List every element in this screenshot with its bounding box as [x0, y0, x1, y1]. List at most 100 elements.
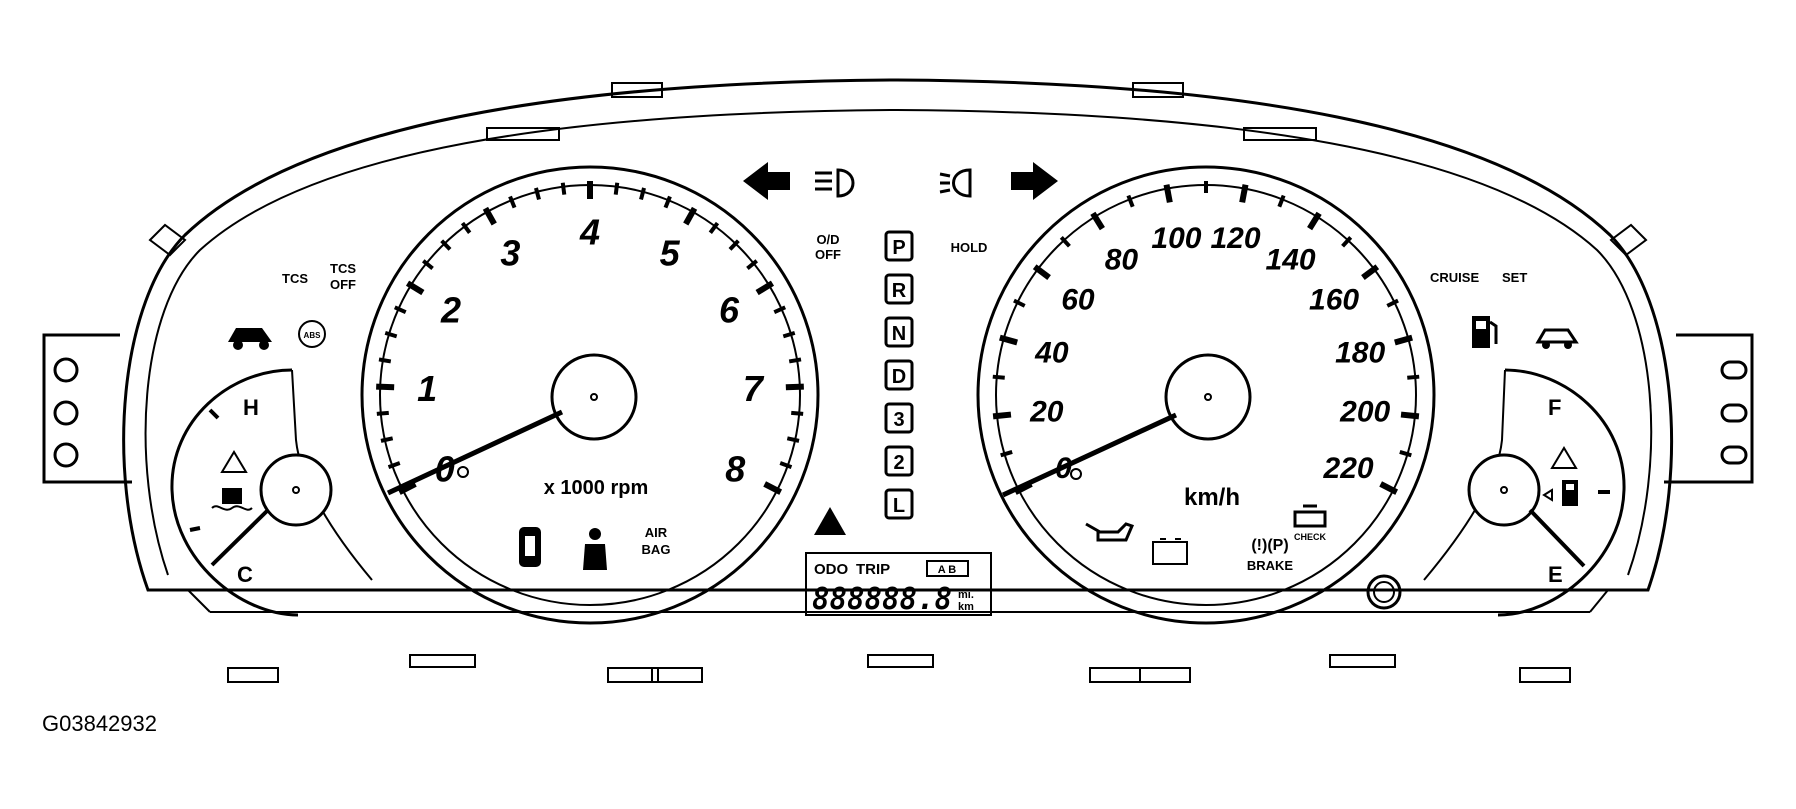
temp-cold-label: C — [237, 562, 253, 587]
minor-tick — [728, 239, 740, 251]
major-tick — [992, 411, 1012, 420]
tcs-off-label-2: OFF — [330, 277, 356, 292]
minor-tick — [1013, 298, 1026, 308]
trip-ab-label: A B — [938, 564, 957, 576]
gear-box — [884, 316, 914, 348]
tcs-label: TCS — [282, 271, 308, 286]
major-tick — [999, 334, 1018, 346]
fuel-pump-icon — [1472, 316, 1498, 348]
minor-tick — [1407, 374, 1420, 380]
fuel-level-icon — [1542, 480, 1578, 506]
major-tick — [405, 280, 425, 296]
minor-tick — [1000, 449, 1013, 458]
gear-box — [884, 273, 914, 305]
fuel-gauge: F E — [1423, 368, 1626, 617]
minor-tick — [384, 330, 398, 339]
minor-tick — [773, 305, 787, 315]
right-warning-group: CRUISE SET — [1430, 270, 1579, 349]
minor-tick — [1126, 194, 1135, 208]
gear-label: R — [892, 280, 907, 302]
major-tick — [1307, 211, 1322, 231]
speed-number: 180 — [1335, 337, 1385, 370]
right-mount-tab — [1664, 333, 1754, 484]
minor-tick — [788, 357, 802, 364]
speed-unit-label: km/h — [1184, 484, 1240, 511]
minor-tick — [786, 436, 800, 443]
master-warning-triangle-icon — [814, 507, 846, 535]
gear-label: 2 — [893, 452, 904, 474]
oil-pressure-icon — [1085, 522, 1135, 542]
speed-number: 100 — [1151, 222, 1201, 255]
speedometer: 020406080100120140160180200220 km/h (!)(… — [976, 165, 1436, 625]
tach-needle — [386, 409, 564, 496]
major-tick — [683, 206, 698, 226]
minor-tick — [378, 357, 392, 364]
minor-tick — [440, 239, 452, 251]
temperature-gauge: H C — [170, 368, 373, 617]
hold-label: HOLD — [951, 240, 988, 255]
airbag-label-1: AIR — [645, 525, 668, 540]
minor-tick — [421, 259, 434, 270]
temp-hot-label: H — [243, 395, 259, 420]
major-tick — [785, 383, 804, 391]
speed-number: 140 — [1266, 244, 1316, 277]
tach-number: 2 — [440, 289, 461, 330]
major-tick — [1090, 211, 1105, 231]
speed-number: 20 — [1029, 395, 1064, 428]
minor-tick — [380, 436, 394, 443]
minor-tick — [992, 374, 1005, 380]
minor-tick — [782, 330, 796, 339]
minor-tick — [1277, 194, 1286, 208]
minor-tick — [639, 187, 646, 201]
speed-number: 220 — [1323, 452, 1374, 485]
odometer-unit-2: km — [958, 601, 974, 613]
high-beam-icon — [815, 168, 855, 198]
minor-tick — [613, 182, 620, 195]
minor-tick — [1341, 235, 1353, 248]
tach-number: 1 — [417, 368, 437, 409]
door-ajar-icon — [519, 527, 541, 567]
tach-unit-label: x 1000 rpm — [544, 477, 649, 499]
set-label: SET — [1502, 270, 1527, 285]
major-tick — [376, 383, 395, 391]
brake-label: BRAKE — [1247, 558, 1294, 573]
left-mount-tab — [42, 333, 132, 484]
check-engine-icon — [1293, 504, 1327, 528]
minor-tick — [460, 221, 472, 234]
speed-number: 60 — [1061, 284, 1095, 317]
minor-tick — [508, 195, 517, 209]
gear-box — [884, 359, 914, 391]
gear-box — [884, 445, 914, 477]
gear-label: L — [893, 495, 905, 517]
minor-tick — [393, 305, 407, 315]
gear-box — [884, 488, 914, 520]
right-turn-arrow-icon — [1011, 162, 1058, 200]
major-tick — [1239, 184, 1249, 203]
minor-tick — [560, 182, 567, 195]
tach-number: 7 — [743, 368, 765, 409]
airbag-label-2: BAG — [642, 542, 671, 557]
gear-box — [884, 230, 914, 262]
svg-text:ABS: ABS — [304, 331, 322, 340]
speed-number: 160 — [1309, 284, 1359, 317]
gear-label: N — [892, 323, 906, 345]
left-turn-arrow-icon — [743, 162, 790, 200]
speed-number: 200 — [1339, 395, 1390, 428]
minor-tick — [746, 259, 759, 270]
traction-car-icon — [228, 328, 272, 350]
minor-tick — [1399, 449, 1412, 458]
major-tick — [1163, 184, 1173, 203]
major-tick — [755, 280, 775, 296]
cluster-housing — [42, 78, 1754, 683]
gear-label: D — [892, 366, 906, 388]
minor-tick — [1059, 235, 1071, 248]
left-warning-group: TCS TCS OFF ABS — [228, 261, 356, 350]
fuel-full-label: F — [1548, 395, 1561, 420]
major-tick — [1400, 411, 1420, 420]
tachometer: 012345678 x 1000 rpm AIR BAG — [360, 165, 820, 625]
minor-tick — [708, 221, 720, 234]
minor-tick — [376, 410, 389, 416]
figure-code: G03842932 — [42, 711, 157, 736]
